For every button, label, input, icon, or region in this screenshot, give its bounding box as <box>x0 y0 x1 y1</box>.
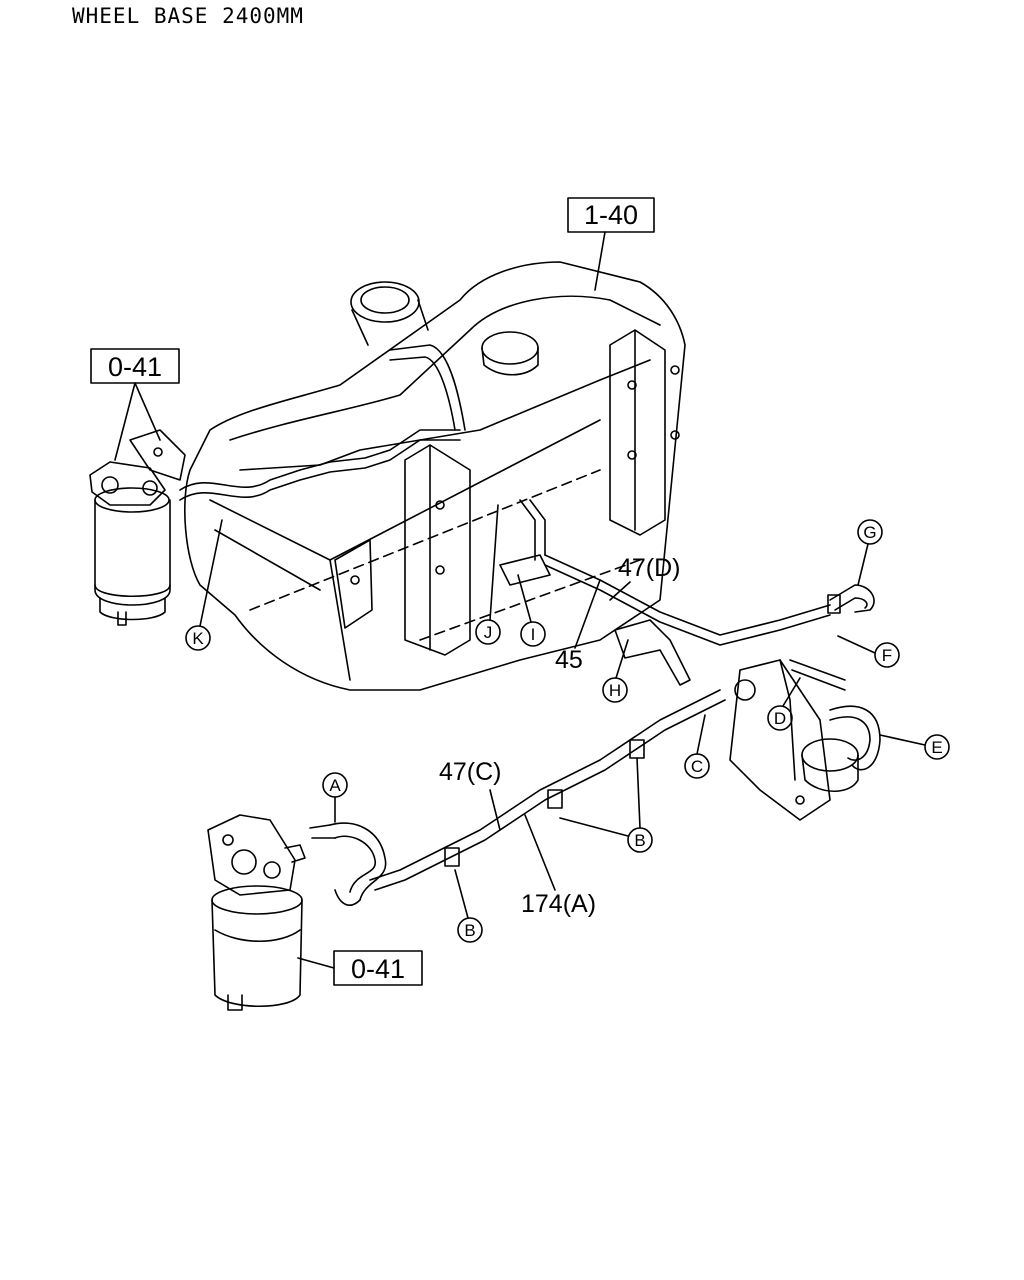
ref-box-filter-upper: 0-41 <box>90 348 180 461</box>
callout-label-c: C <box>691 757 703 776</box>
upper-fuel-filter <box>89 429 186 626</box>
part-label-174a: 174(A) <box>521 890 596 918</box>
ref-label-filter-upper: 0-41 <box>108 352 162 382</box>
part-label-47d: 47(D) <box>618 554 681 582</box>
callout-g: G <box>857 519 883 586</box>
fuel-lines <box>179 344 881 906</box>
ref-label-tank: 1-40 <box>584 200 638 230</box>
callout-d: D <box>767 677 801 731</box>
callout-label-g: G <box>863 523 876 542</box>
callout-label-e: E <box>931 738 942 757</box>
ref-box-filter-lower: 0-41 <box>297 950 423 986</box>
lower-fuel-filter <box>207 814 306 1011</box>
ref-label-filter-lower: 0-41 <box>351 954 405 984</box>
part-label-45: 45 <box>555 646 583 674</box>
callout-j: J <box>475 504 501 645</box>
callout-e: E <box>879 734 950 760</box>
callout-label-i: I <box>531 625 536 644</box>
callout-label-h: H <box>609 681 621 700</box>
callout-b-upper: B <box>559 757 653 853</box>
ref-box-tank: 1-40 <box>567 197 655 291</box>
callouts: A B B C D <box>185 504 950 943</box>
part-label-47c: 47(C) <box>439 758 502 786</box>
callout-c: C <box>684 714 710 779</box>
callout-label-b-lower: B <box>464 921 475 940</box>
callout-f: F <box>837 635 900 668</box>
callout-label-b-upper: B <box>634 831 645 850</box>
callout-label-k: K <box>192 629 204 648</box>
callout-k: K <box>185 519 223 651</box>
callout-label-j: J <box>484 623 493 642</box>
part-labels: 47(D) 45 47(C) 174(A) <box>439 554 681 918</box>
page-title: WHEEL BASE 2400MM <box>72 4 304 28</box>
callout-i: I <box>517 574 546 647</box>
callout-h: H <box>602 639 629 703</box>
fuel-tank <box>184 261 686 691</box>
callout-label-d: D <box>774 709 786 728</box>
callout-label-f: F <box>882 646 892 665</box>
callout-label-a: A <box>329 776 341 795</box>
callout-b-lower: B <box>454 869 483 943</box>
callout-a: A <box>322 772 348 823</box>
